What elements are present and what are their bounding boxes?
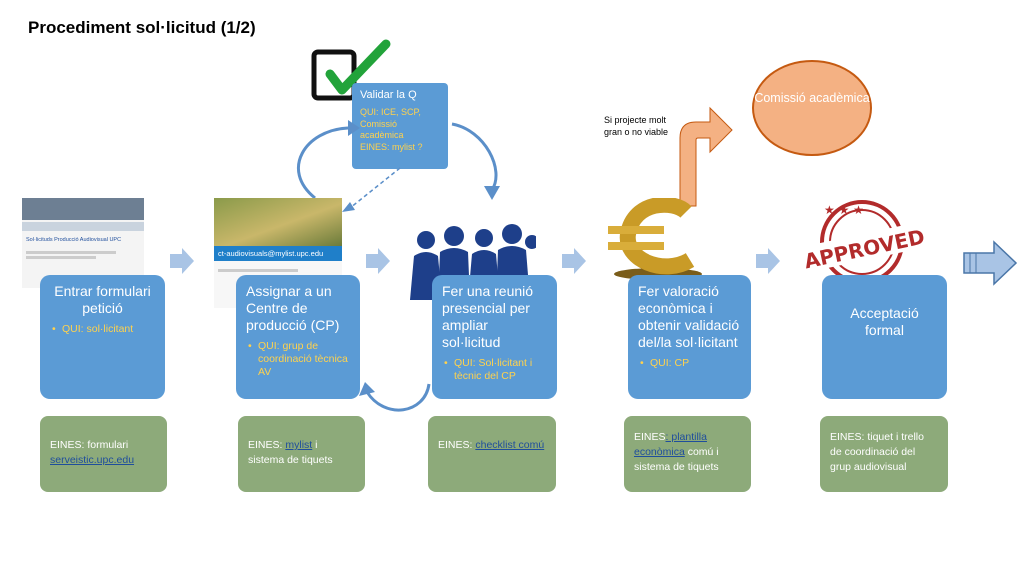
- checkbox-check-icon: [311, 39, 391, 101]
- screenshot-header: Sol·licituds Producció Audiovisual UPC: [26, 237, 122, 243]
- step-1-tools-text: EINES: formulari: [50, 439, 129, 451]
- step-2-title: Assignar a un Centre de producció (CP): [246, 283, 340, 333]
- step-4-tools-link[interactable]: : plantilla econòmica: [634, 431, 707, 458]
- step-5-title: Acceptació formal: [850, 305, 919, 338]
- validate-box: Validar la Q QUI: ICE, SCP, Comissió aca…: [352, 83, 448, 169]
- step-2-who: QUI: grup de coordinació tècnica AV: [248, 340, 350, 379]
- step-2-tools-text: EINES:: [248, 439, 286, 451]
- euro-coin-image: [608, 198, 702, 280]
- step-3-tools-text: EINES:: [438, 439, 476, 451]
- step-3-tools: EINES: checklist comú: [428, 416, 556, 492]
- step-1-box: Entrar formulari petició QUI: sol·licita…: [40, 275, 165, 399]
- email-banner: ct-audiovisuals@mylist.upc.edu: [214, 246, 342, 261]
- step-4-title: Fer valoració econòmica i obtenir valida…: [638, 283, 740, 350]
- step-3-title: Fer una reunió presencial per ampliar so…: [442, 283, 534, 350]
- step-2-tools: EINES: mylist i sistema de tiquets: [238, 416, 365, 492]
- step-4-tools-suffix: comú i sistema de tiquets: [634, 446, 719, 473]
- step-2-tools-suffix: i sistema de tiquets: [248, 439, 333, 466]
- form-screenshot-image: Sol·licituds Producció Audiovisual UPC: [22, 198, 144, 288]
- step-3-who: QUI: Sol·licitant i tècnic del CP: [444, 357, 547, 383]
- validate-title: Validar la Q: [360, 89, 417, 101]
- step-2-box: Assignar a un Centre de producció (CP) Q…: [236, 275, 360, 399]
- step-1-title: Entrar formulari petició: [54, 283, 151, 316]
- step-2-tools-link[interactable]: mylist: [285, 439, 313, 451]
- page-title: Procediment sol·licitud (1/2): [28, 18, 256, 37]
- step-5-tools: EINES: tiquet i trello de coordinació de…: [820, 416, 948, 492]
- step-1-tools: EINES: formulari serveistic.upc.edu: [40, 416, 167, 492]
- flow-arrow-1: [170, 248, 194, 274]
- flow-arrow-2: [366, 248, 390, 274]
- return-loop-arrow: [359, 382, 431, 412]
- committee-ellipse: Comissió acadèmica: [752, 60, 872, 156]
- side-note: Si projecte molt gran o no viable: [604, 115, 669, 137]
- step-4-tools: EINES: plantilla econòmica comú i sistem…: [624, 416, 751, 492]
- step-4-who: QUI: CP: [640, 357, 741, 370]
- flow-arrow-3: [562, 248, 586, 274]
- step-4-box: Fer valoració econòmica i obtenir valida…: [628, 275, 751, 399]
- validation-loop-arrows: [296, 120, 500, 212]
- approved-stamp-image: ★ ★ ★ APPROVED: [804, 200, 924, 280]
- committee-label: Comissió acadèmica: [754, 91, 870, 105]
- step-1-who: QUI: sol·licitant: [52, 323, 155, 336]
- step-3-box: Fer una reunió presencial per ampliar so…: [432, 275, 557, 399]
- next-slide-arrow-icon: [963, 240, 1018, 286]
- flow-arrow-4: [756, 248, 780, 274]
- step-4-tools-text: EINES: [634, 431, 666, 443]
- validate-who: QUI: ICE, SCP, Comissió acadèmica: [360, 107, 421, 140]
- validate-tools: EINES: mylist ?: [360, 141, 423, 152]
- bent-up-arrow-icon: [679, 106, 733, 207]
- svg-text:★ ★ ★: ★ ★ ★: [824, 203, 864, 217]
- step-5-box: Acceptació formal: [822, 275, 947, 399]
- step-5-tools-text: EINES: tiquet i trello de coordinació de…: [830, 431, 924, 473]
- step-1-tools-link[interactable]: serveistic.upc.edu: [50, 454, 135, 466]
- step-3-tools-link[interactable]: checklist comú: [475, 439, 545, 451]
